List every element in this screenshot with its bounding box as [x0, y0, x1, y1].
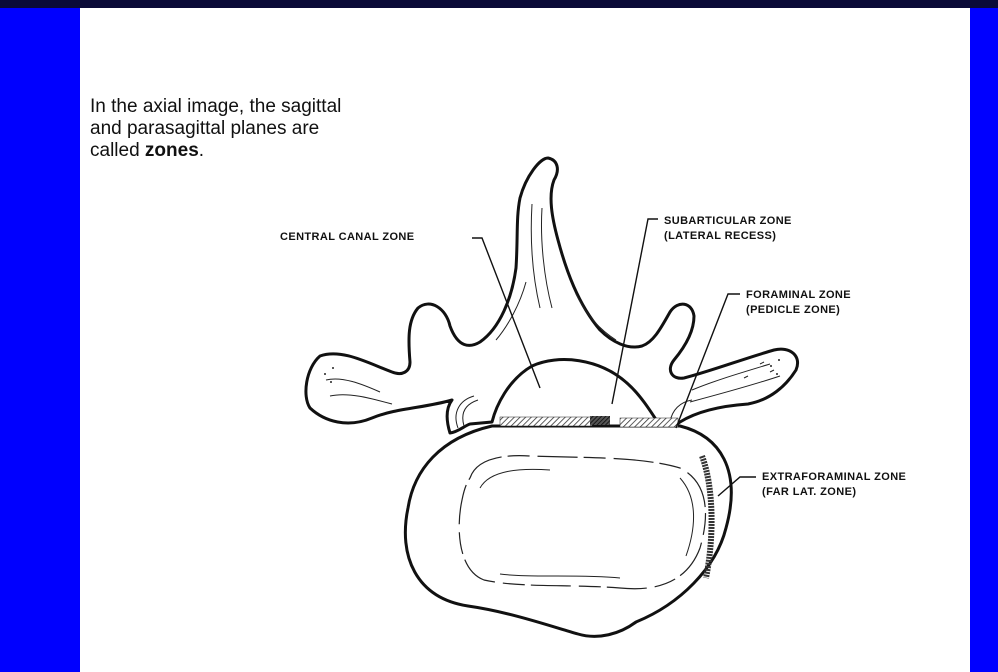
slide-canvas: In the axial image, the sagittal and par…: [80, 8, 970, 672]
foraminal-zone-strip: [620, 418, 678, 427]
vertebra-illustration: [80, 8, 970, 672]
label-subarticular-zone: SUBARTICULAR ZONE (LATERAL RECESS): [664, 214, 792, 244]
label-extraforaminal-line-2: (FAR LAT. ZONE): [762, 485, 906, 500]
label-subarticular-line-1: SUBARTICULAR ZONE: [664, 214, 792, 229]
label-extraforaminal-line-1: EXTRAFORAMINAL ZONE: [762, 470, 906, 485]
label-central-canal-zone: CENTRAL CANAL ZONE: [280, 230, 415, 245]
label-foraminal-zone: FORAMINAL ZONE (PEDICLE ZONE): [746, 288, 851, 318]
posterior-arch-outline: [306, 158, 798, 440]
label-foraminal-line-1: FORAMINAL ZONE: [746, 288, 851, 303]
label-subarticular-line-2: (LATERAL RECESS): [664, 229, 792, 244]
central-canal-zone-strip: [500, 417, 592, 426]
label-foraminal-line-2: (PEDICLE ZONE): [746, 303, 851, 318]
top-frame-border: [0, 0, 998, 8]
label-extraforaminal-zone: EXTRAFORAMINAL ZONE (FAR LAT. ZONE): [762, 470, 906, 500]
subarticular-zone-strip: [590, 416, 610, 425]
